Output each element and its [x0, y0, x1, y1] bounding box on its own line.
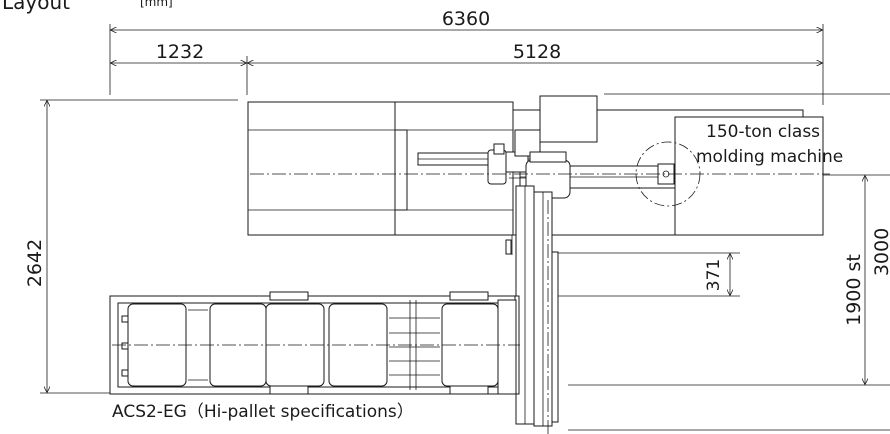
dim-stroke: 1900 st: [843, 254, 865, 326]
dim-overall-width: 6360: [442, 8, 490, 30]
molding-machine: [247, 95, 830, 255]
dimension-lines: [40, 24, 890, 431]
pallet-system: [109, 291, 520, 395]
system-label: ACS2-EG（Hi-pallet specifications）: [112, 402, 414, 422]
machine-label-line1: 150-ton class: [706, 122, 820, 142]
machine-label-line2: molding machine: [696, 147, 843, 167]
traverse-axis: [510, 185, 559, 434]
layout-title: Layout: [2, 0, 70, 14]
dim-offset: 371: [704, 259, 724, 291]
dim-left-width: 1232: [156, 41, 204, 63]
dim-stroke-max: 3000: [871, 228, 890, 276]
unit-label: [mm]: [140, 0, 173, 9]
dim-height: 2642: [24, 239, 46, 287]
dim-right-width: 5128: [513, 41, 561, 63]
